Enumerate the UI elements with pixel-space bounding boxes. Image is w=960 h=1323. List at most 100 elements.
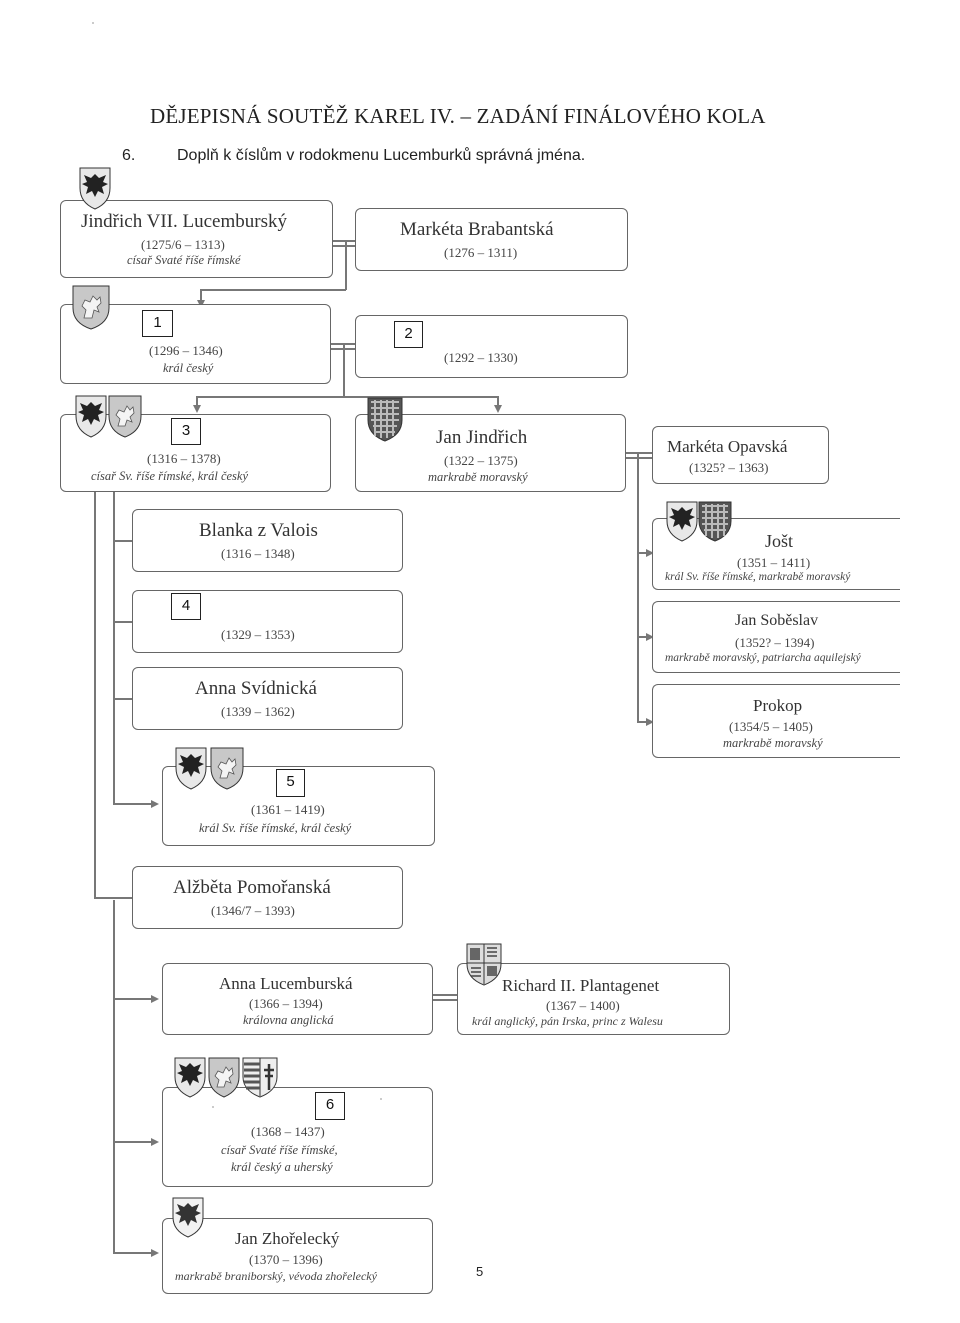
task-number: 6. xyxy=(122,147,136,164)
person-title: král Sv. říše římské, král český xyxy=(199,821,352,835)
person-title: král český a uherský xyxy=(231,1160,333,1174)
brandenburg-eagle-icon xyxy=(172,1197,204,1238)
descent-line xyxy=(637,636,649,638)
answer-box-2[interactable]: 2 xyxy=(394,321,423,348)
descent-line xyxy=(94,897,132,899)
descent-line xyxy=(200,289,202,303)
descent-line xyxy=(637,721,649,723)
bohemian-lion-icon xyxy=(210,747,244,790)
answer-box-3[interactable]: 3 xyxy=(171,418,201,445)
person-name: Alžběta Pomořanská xyxy=(173,877,331,898)
person-title: král anglický, pán Irska, princ z Walesu xyxy=(472,1014,663,1028)
descent-line xyxy=(113,998,153,1000)
marriage-line xyxy=(333,245,355,247)
person-years: (1351 – 1411) xyxy=(737,555,811,570)
marriage-line xyxy=(333,240,355,242)
person-name: Jan Zhořelecký xyxy=(235,1229,340,1248)
arrow-down xyxy=(494,405,502,413)
english-royal-arms-icon xyxy=(466,943,502,986)
arrow-right xyxy=(646,718,654,726)
descent-line xyxy=(113,900,115,1253)
person-marketa-brabantska: Markéta Brabantská (1276 – 1311) xyxy=(355,208,628,271)
descent-line xyxy=(637,454,639,722)
marriage-line xyxy=(626,452,652,454)
person-years: (1361 – 1419) xyxy=(251,802,325,817)
imperial-eagle-icon xyxy=(75,395,107,438)
person-years: (1316 – 1348) xyxy=(221,546,295,561)
arrow-right xyxy=(646,633,654,641)
person-name: Jindřich VII. Lucemburský xyxy=(81,211,287,232)
person-years: (1339 – 1362) xyxy=(221,704,295,719)
imperial-eagle-icon xyxy=(79,167,111,210)
person-title: král český xyxy=(163,361,214,375)
marriage-line xyxy=(626,457,652,459)
bohemian-lion-icon xyxy=(108,395,142,438)
bohemian-lion-icon xyxy=(72,285,110,330)
person-name: Richard II. Plantagenet xyxy=(502,976,660,995)
scan-speck xyxy=(212,1106,214,1108)
person-title: císař Svaté říše římské xyxy=(127,253,241,267)
arrow-right xyxy=(151,800,159,808)
person-name: Jošt xyxy=(765,531,794,551)
person-title: markrabě moravský xyxy=(723,736,823,750)
person-name: Markéta Brabantská xyxy=(400,219,554,240)
arrow-right xyxy=(151,995,159,1003)
descent-line xyxy=(94,491,96,897)
person-name: Markéta Opavská xyxy=(667,437,788,456)
answer-box-4[interactable]: 4 xyxy=(171,593,201,620)
person-marketa-opavska: Markéta Opavská (1325? – 1363) xyxy=(652,426,829,484)
person-anna-lucemburska: Anna Lucemburská (1366 – 1394) královna … xyxy=(162,963,433,1035)
arrow-right xyxy=(646,549,654,557)
answer-box-5[interactable]: 5 xyxy=(276,769,305,797)
person-title: markrabě moravský, patriarcha aquilejský xyxy=(665,652,861,664)
person-years: (1368 – 1437) xyxy=(251,1124,325,1139)
person-title: císař Svaté říše římské, xyxy=(221,1143,338,1157)
marriage-line xyxy=(433,994,457,996)
descent-line xyxy=(497,396,499,408)
person-jan-sobeslav: Jan Soběslav (1352? – 1394) markrabě mor… xyxy=(652,601,900,673)
person-name: Anna Svídnická xyxy=(195,678,317,699)
descent-line xyxy=(113,1141,153,1143)
imperial-eagle-icon xyxy=(175,747,207,790)
arrow-right xyxy=(151,1249,159,1257)
answer-box-6[interactable]: 6 xyxy=(315,1092,345,1120)
person-name: Jan Soběslav xyxy=(735,612,819,629)
person-years: (1296 – 1346) xyxy=(149,343,223,358)
person-years: (1329 – 1353) xyxy=(221,627,295,642)
descent-line xyxy=(113,491,115,804)
arrow-right xyxy=(151,1138,159,1146)
marriage-line xyxy=(433,999,457,1001)
person-years: (1370 – 1396) xyxy=(249,1252,323,1267)
person-years: (1346/7 – 1393) xyxy=(211,903,295,918)
person-title: král Sv. říše římské, markrabě moravský xyxy=(665,571,851,583)
spouse-line xyxy=(113,698,133,700)
answer-box-1[interactable]: 1 xyxy=(142,310,173,337)
task-instruction: 6.Doplň k číslům v rodokmenu Lucemburků … xyxy=(122,147,585,165)
person-title: císař Sv. říše římské, král český xyxy=(91,469,249,483)
person-anna-svidnicka: Anna Svídnická (1339 – 1362) xyxy=(132,667,403,730)
person-years: (1367 – 1400) xyxy=(546,998,620,1013)
page-number: 5 xyxy=(476,1264,484,1279)
person-blanka-z-valois: Blanka z Valois (1316 – 1348) xyxy=(132,509,403,572)
person-years: (1292 – 1330) xyxy=(444,350,518,365)
person-years: (1325? – 1363) xyxy=(689,460,769,475)
imperial-eagle-icon xyxy=(666,501,698,542)
person-years: (1354/5 – 1405) xyxy=(729,719,813,734)
descent-line xyxy=(113,803,153,805)
descent-line xyxy=(345,242,347,290)
person-richard-ii: Richard II. Plantagenet (1367 – 1400) kr… xyxy=(457,963,730,1035)
person-blank-6: (1368 – 1437) císař Svaté říše římské, k… xyxy=(162,1087,433,1187)
scan-speck xyxy=(92,22,94,24)
person-name: Blanka z Valois xyxy=(199,520,318,541)
descent-line xyxy=(113,1252,153,1254)
person-prokop: Prokop (1354/5 – 1405) markrabě moravský xyxy=(652,684,900,758)
descent-line xyxy=(200,289,346,291)
person-jindrich-vii: Jindřich VII. Lucemburský (1275/6 – 1313… xyxy=(60,200,333,278)
scan-speck xyxy=(380,1098,382,1100)
spouse-line xyxy=(113,540,133,542)
descent-line xyxy=(196,396,198,408)
person-name: Jan Jindřich xyxy=(436,427,528,448)
person-alzbeta-pomoranska: Alžběta Pomořanská (1346/7 – 1393) xyxy=(132,866,403,929)
person-name: Anna Lucemburská xyxy=(219,974,353,993)
spouse-line xyxy=(113,621,133,623)
